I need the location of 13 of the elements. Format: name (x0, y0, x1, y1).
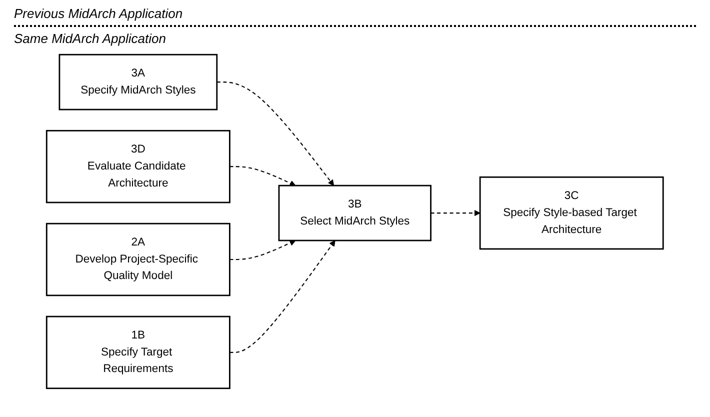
arrow (217, 81, 334, 186)
section-label: Previous MidArch Application (14, 6, 183, 21)
node-box: 3C Specify Style-based Target Architecture (479, 176, 664, 250)
arrow (230, 240, 296, 260)
section-label: Same MidArch Application (14, 31, 166, 46)
node-box: 3A Specify MidArch Styles (58, 53, 218, 110)
arrow (230, 240, 336, 352)
node-box: 3B Select MidArch Styles (278, 184, 432, 241)
node-box: 1B Specify Target Requirements (46, 315, 231, 389)
node-box: 3D Evaluate Candidate Architecture (46, 129, 231, 203)
arrow (230, 166, 296, 186)
arrow (430, 209, 480, 216)
node-box: 2A Develop Project-Specific Quality Model (46, 222, 231, 296)
